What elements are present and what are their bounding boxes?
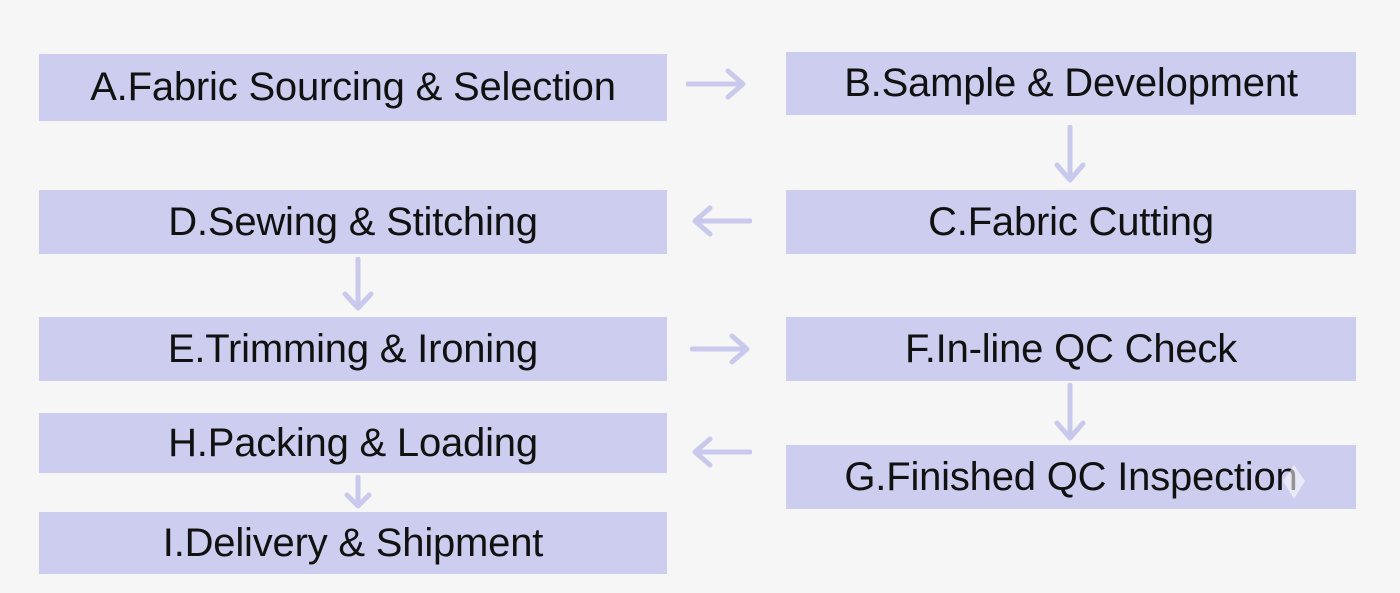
arrow-down-icon	[341, 475, 375, 511]
step-a-label: A.Fabric Sourcing & Selection	[90, 65, 616, 109]
arrow-down-icon	[1052, 383, 1088, 443]
arrow-down-icon	[340, 257, 376, 313]
step-c-cutting: C.Fabric Cutting	[786, 190, 1356, 254]
arrow-right-icon	[690, 331, 752, 367]
step-a-fabric-sourcing: A.Fabric Sourcing & Selection	[39, 54, 667, 121]
step-d-sewing: D.Sewing & Stitching	[39, 190, 667, 254]
step-h-packing: H.Packing & Loading	[39, 413, 667, 473]
step-g-label: G.Finished QC Inspection	[844, 454, 1298, 499]
step-c-label: C.Fabric Cutting	[928, 199, 1214, 244]
step-g-finished-qc: G.Finished QC Inspection	[786, 445, 1356, 509]
step-b-label: B.Sample & Development	[844, 61, 1298, 105]
arrow-left-icon	[690, 203, 752, 239]
step-h-label: H.Packing & Loading	[168, 420, 538, 465]
step-e-label: E.Trimming & Ironing	[167, 326, 539, 371]
arrow-right-icon	[686, 66, 748, 102]
step-e-trimming: E.Trimming & Ironing	[39, 317, 667, 381]
step-f-inline-qc: F.In-line QC Check	[786, 317, 1356, 381]
step-i-label: I.Delivery & Shipment	[162, 520, 544, 565]
step-f-label: F.In-line QC Check	[904, 326, 1238, 371]
arrow-left-icon	[690, 434, 752, 470]
step-d-label: D.Sewing & Stitching	[168, 199, 538, 244]
step-b-sample: B.Sample & Development	[786, 52, 1356, 115]
step-i-delivery: I.Delivery & Shipment	[39, 512, 667, 574]
arrow-down-icon	[1052, 125, 1088, 185]
watermark-icon	[1281, 463, 1307, 501]
